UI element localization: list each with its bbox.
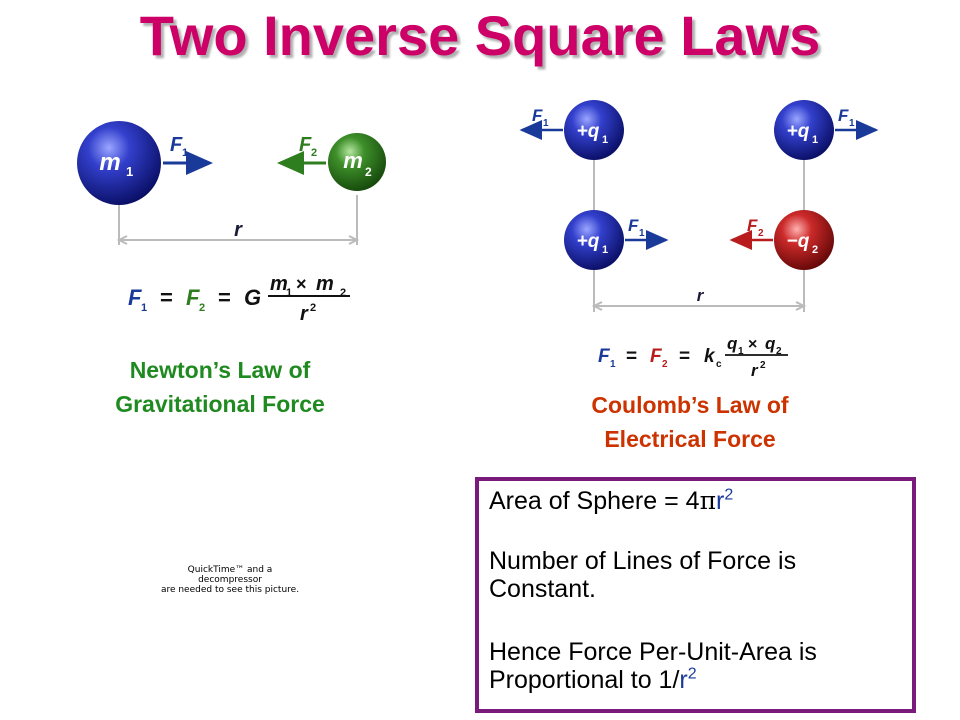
svg-text:2: 2 (662, 359, 668, 370)
quicktime-placeholder: QuickTime™ and a decompressor are needed… (160, 565, 300, 595)
svg-text:+q: +q (577, 231, 600, 252)
coulomb-distance-label: r (697, 286, 705, 305)
svg-text:2: 2 (760, 360, 766, 371)
svg-text:1: 1 (543, 118, 549, 129)
force-per-area-text: Hence Force Per-Unit-Area is Proportiona… (489, 638, 817, 694)
svg-text:1: 1 (849, 118, 855, 129)
svg-text:F: F (598, 346, 611, 367)
svg-text:2: 2 (340, 287, 346, 299)
svg-text:G: G (244, 285, 261, 310)
newton-distance-label: r (234, 219, 243, 241)
svg-text:1: 1 (286, 287, 292, 299)
svg-text:1: 1 (639, 228, 645, 239)
svg-text:=: = (626, 346, 637, 367)
svg-text:+q: +q (787, 121, 810, 142)
sphere-area-text: Area of Sphere = 4πr2 (489, 486, 734, 516)
svg-text:1: 1 (812, 134, 818, 146)
svg-text:1: 1 (610, 359, 616, 370)
slide-title: Two Inverse Square Laws (139, 4, 821, 67)
mass-2-sphere (328, 133, 386, 191)
lines-of-force-text: Number of Lines of Force is Constant. (489, 547, 797, 603)
svg-text:×: × (296, 274, 307, 294)
force-1-label: F (170, 134, 183, 156)
mass-1-sphere (77, 121, 161, 205)
newton-caption: Newton’s Law of Gravitational Force (115, 357, 325, 417)
svg-text:1: 1 (141, 302, 147, 314)
svg-text:2: 2 (199, 302, 205, 314)
charge-top-left (564, 100, 624, 160)
force-2-label: F (299, 134, 312, 156)
charge-bottom-left (564, 210, 624, 270)
svg-text:q: q (765, 334, 776, 353)
svg-text:1: 1 (602, 244, 608, 256)
svg-text:2: 2 (812, 244, 818, 256)
svg-text:2: 2 (776, 346, 782, 357)
charge-bottom-right (774, 210, 834, 270)
svg-text:F: F (747, 216, 758, 235)
svg-text:m: m (316, 273, 334, 295)
svg-text:F: F (650, 346, 663, 367)
svg-text:F: F (628, 216, 639, 235)
svg-text:=: = (679, 346, 690, 367)
svg-text:F: F (186, 285, 200, 310)
svg-text:F: F (838, 106, 849, 125)
svg-text:F: F (128, 285, 142, 310)
svg-text:=: = (218, 285, 231, 310)
charge-top-right (774, 100, 834, 160)
newton-diagram: r m 1 m 2 F 1 F 2 F 1 = F 2 = G m 1 × m … (77, 121, 386, 325)
svg-text:1: 1 (602, 134, 608, 146)
svg-text:r: r (300, 303, 309, 325)
inverse-square-explanation-box: Area of Sphere = 4πr2 Number of Lines of… (475, 477, 916, 713)
mass-2-label: m (343, 148, 363, 173)
svg-text:2: 2 (310, 302, 316, 314)
svg-text:c: c (716, 359, 722, 370)
coulomb-formula: F 1 = F 2 = k c q 1 × q 2 r 2 (598, 334, 788, 380)
svg-text:k: k (704, 346, 716, 367)
svg-text:F: F (532, 106, 543, 125)
svg-text:1: 1 (738, 346, 744, 357)
svg-text:r: r (751, 361, 759, 380)
mass-1-label: m (99, 149, 120, 176)
svg-text:−q: −q (787, 231, 810, 252)
newton-formula: F 1 = F 2 = G m 1 × m 2 r 2 (128, 273, 350, 325)
svg-text:2: 2 (311, 147, 317, 159)
coulomb-diagram: r +q 1 F 1 +q 1 F 1 +q 1 F 1 −q 2 F 2 F … (519, 100, 879, 380)
svg-text:×: × (748, 336, 757, 353)
svg-text:+q: +q (577, 121, 600, 142)
svg-text:1: 1 (182, 147, 188, 159)
svg-text:q: q (727, 334, 738, 353)
svg-text:2: 2 (365, 165, 372, 179)
coulomb-caption: Coulomb’s Law of Electrical Force (591, 392, 789, 452)
svg-text:2: 2 (758, 228, 764, 239)
svg-text:m: m (270, 273, 288, 295)
svg-text:=: = (160, 285, 173, 310)
svg-text:1: 1 (126, 164, 133, 179)
